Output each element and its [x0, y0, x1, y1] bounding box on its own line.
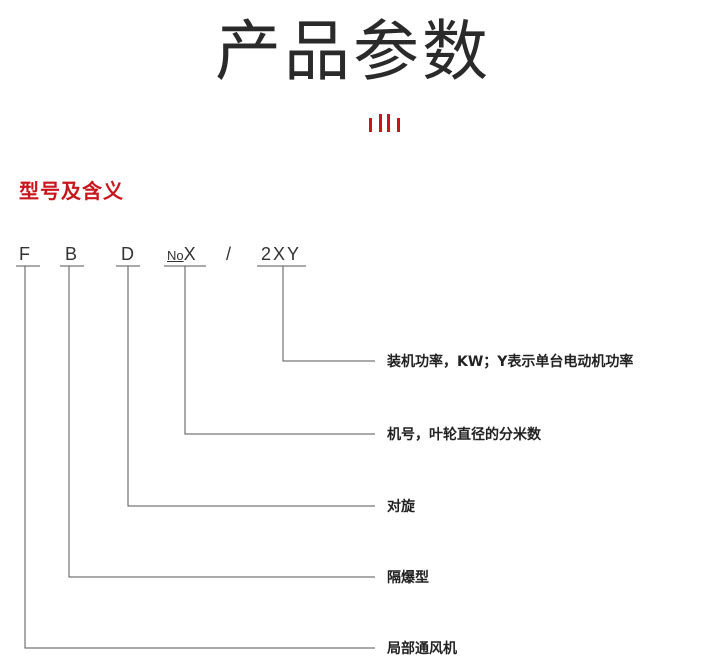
code-slash: /	[226, 244, 234, 264]
connector-machine-number	[184, 266, 375, 435]
title-accent-mark	[369, 114, 401, 132]
meaning-explosion-proof: 隔爆型	[387, 570, 429, 586]
code-power: 2XY	[261, 244, 302, 264]
page-title: 产品参数	[215, 13, 491, 90]
code-letter-d: D	[121, 244, 136, 264]
code-number-symbol: No	[167, 248, 184, 263]
connector-contra-rotating	[127, 266, 375, 507]
section-heading: 型号及含义	[19, 179, 124, 203]
meaning-contra-rotating: 对旋	[387, 499, 415, 515]
code-machine-number: NoX	[167, 243, 198, 267]
meaning-power: 装机功率，KW；Y表示单台电动机功率	[387, 354, 634, 370]
code-letter-b: B	[65, 244, 80, 264]
connector-power	[282, 266, 375, 362]
meaning-machine-number: 机号，叶轮直径的分米数	[387, 427, 541, 443]
code-letter-x: X	[183, 244, 198, 264]
meaning-local-fan: 局部通风机	[387, 641, 457, 657]
connector-explosion-proof	[68, 266, 375, 578]
code-letter-f: F	[19, 244, 32, 264]
connector-local-fan	[24, 266, 375, 649]
